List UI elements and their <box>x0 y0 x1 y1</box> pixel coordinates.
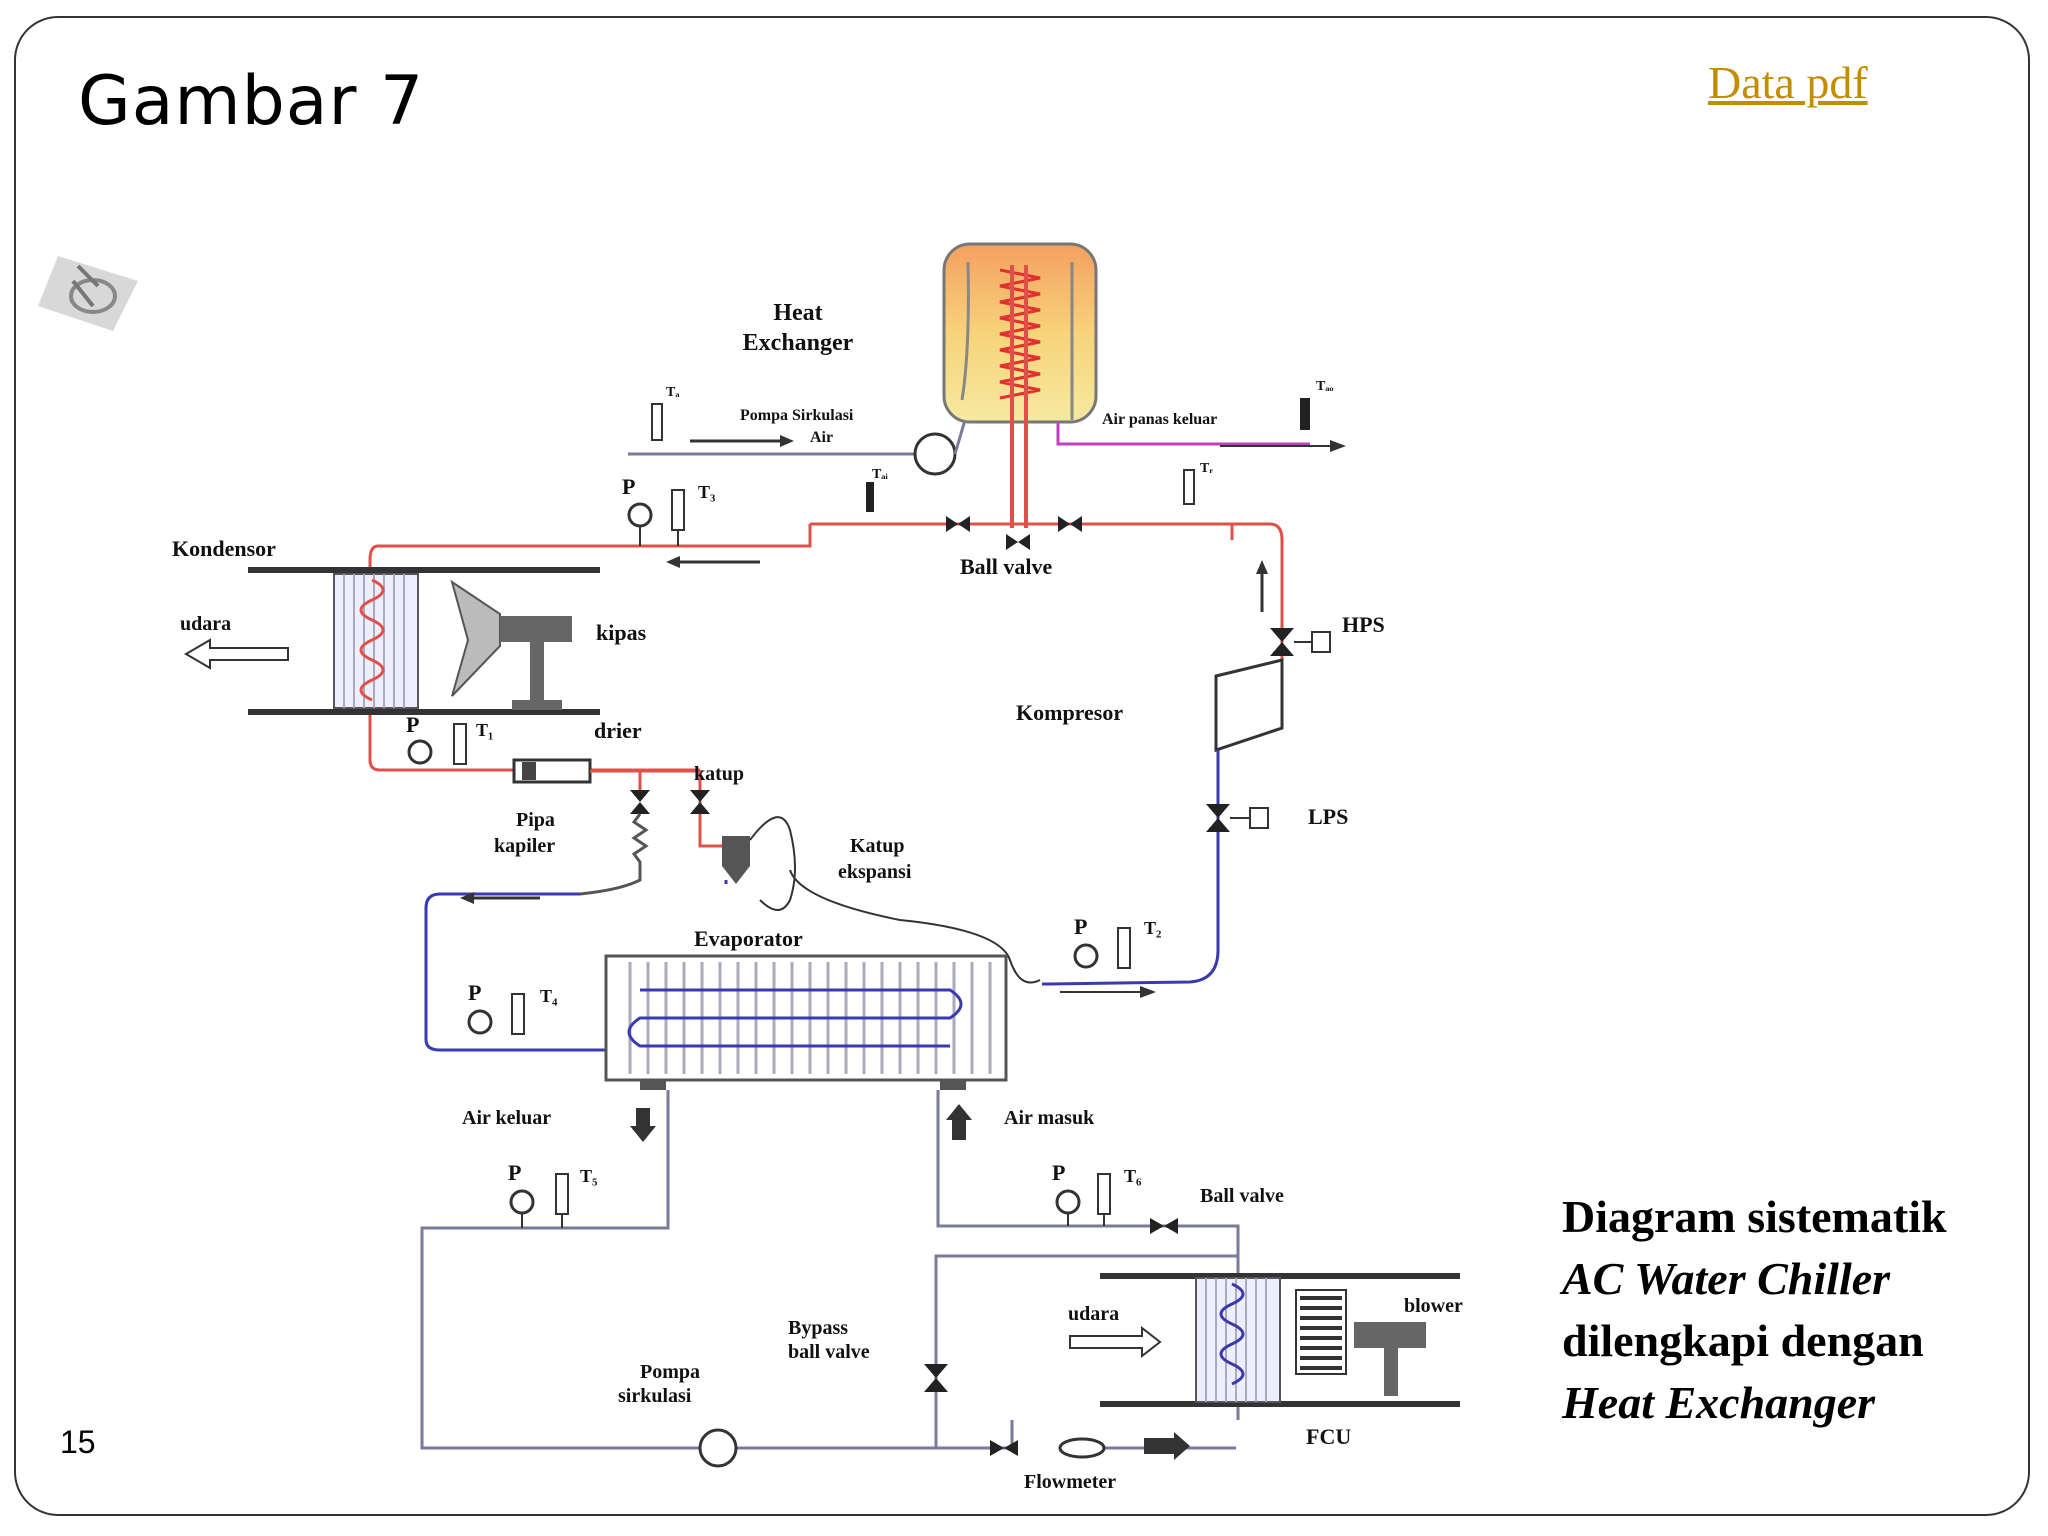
compressor <box>1214 658 1284 753</box>
heat-exchanger-label-2: Exchanger <box>743 330 854 356</box>
page-number: 15 <box>60 1424 96 1460</box>
condenser <box>248 567 600 715</box>
pipa-kapiler-label-2: kapiler <box>494 835 555 857</box>
flowmeter <box>990 1432 1190 1460</box>
pt-gauge-t6 <box>1055 1173 1111 1226</box>
evaporator <box>604 954 1008 1090</box>
katup-ekspansi-label-1: Katup <box>850 835 904 857</box>
diagram-caption: Diagram sistematik AC Water Chiller dile… <box>1562 1186 1947 1434</box>
ball-valve-label-top: Ball valve <box>960 554 1053 579</box>
caption-line-3: dilengkapi dengan <box>1562 1315 1924 1366</box>
t6-label: T₆ <box>1124 1166 1142 1186</box>
pompa-sirkulasi-label-2: sirkulasi <box>618 1385 692 1407</box>
ta-label: Tₐ <box>666 385 679 400</box>
cold-refrigerant-line <box>424 750 1220 1052</box>
air-keluar-arrow <box>630 1108 656 1142</box>
condenser-fan <box>450 579 572 710</box>
drier-label: drier <box>594 718 642 743</box>
hps-switch <box>1256 560 1331 656</box>
p-label-2: P <box>406 712 419 737</box>
ball-valve-fcu <box>1150 1218 1178 1234</box>
air-panas-keluar-label: Air panas keluar <box>1102 411 1217 428</box>
kondensor-label: Kondensor <box>172 536 276 561</box>
p-label-5: P <box>508 1160 521 1185</box>
fcu-label: FCU <box>1306 1424 1351 1449</box>
pipa-kapiler-label-1: Pipa <box>516 809 555 831</box>
expansion-valve <box>698 816 1041 984</box>
flowmeter-label: Flowmeter <box>1024 1471 1116 1493</box>
pompa-sirkulasi <box>698 1428 738 1468</box>
tai-label: Tₐᵢ <box>872 467 888 482</box>
blower-label: blower <box>1404 1295 1463 1317</box>
kompresor-label: Kompresor <box>1016 700 1123 725</box>
decorative-pin-icon <box>38 256 138 331</box>
air-keluar-label: Air keluar <box>462 1107 551 1129</box>
pt-gauge-t5 <box>509 1173 569 1228</box>
bypass-label-1: Bypass <box>788 1317 848 1339</box>
t5-label: T₅ <box>580 1166 597 1186</box>
p-label-6: P <box>1052 1160 1065 1185</box>
pompa-sirkulasi-label-1: Pompa <box>640 1361 700 1383</box>
fcu <box>1100 1273 1460 1407</box>
katup-valves <box>630 790 710 814</box>
udara-out-arrow <box>184 638 289 670</box>
slide-title: Gambar 7 <box>78 62 425 141</box>
air-masuk-label: Air masuk <box>1004 1107 1095 1129</box>
heat-exchanger-label-1: Heat <box>773 300 822 326</box>
caption-line-2: AC Water Chiller <box>1562 1253 1891 1304</box>
lps-switch <box>1206 804 1269 832</box>
data-pdf-link[interactable]: Data pdf <box>1708 57 1868 108</box>
chilled-water-line <box>420 1090 1240 1450</box>
tao-label: Tₐₒ <box>1316 379 1333 394</box>
pt-gauge-t4 <box>467 993 525 1035</box>
t4-label: T₄ <box>540 986 558 1006</box>
evaporator-label: Evaporator <box>694 926 803 951</box>
katup-label: katup <box>694 763 744 785</box>
capillary-tube <box>579 813 649 896</box>
tr-label: Tᵣ <box>1200 461 1213 476</box>
hx-water-circuit <box>628 398 1346 476</box>
t1-label: T₁ <box>476 720 493 740</box>
hps-label: HPS <box>1342 612 1385 637</box>
pt-gauge-t2 <box>1060 927 1156 998</box>
pt-gauge-t1 <box>407 723 467 765</box>
p-label-3: P <box>1074 914 1087 939</box>
pompa-sirkulasi-air-label-1: Pompa Sirkulasi <box>740 407 854 424</box>
bypass-label-2: ball valve <box>788 1341 870 1363</box>
heat-exchanger-tank <box>942 242 1098 528</box>
t3-label: T₃ <box>698 482 716 502</box>
lps-label: LPS <box>1308 804 1348 829</box>
pompa-sirkulasi-air-label-2: Air <box>810 429 833 446</box>
udara-label-1: udara <box>180 613 231 635</box>
air-masuk-arrow <box>946 1104 972 1140</box>
udara-label-2: udara <box>1068 1303 1119 1325</box>
kipas-label: kipas <box>596 620 647 645</box>
drier <box>512 758 700 784</box>
ball-valve-label-fcu: Ball valve <box>1200 1185 1284 1207</box>
p-label-4: P <box>468 980 481 1005</box>
caption-line-4: Heat Exchanger <box>1562 1377 1876 1428</box>
ball-valves-top <box>946 516 1082 550</box>
bypass-ball-valve <box>924 1364 948 1392</box>
pt-gauge-t3 <box>627 489 685 546</box>
caption-line-1: Diagram sistematik <box>1562 1191 1947 1242</box>
t2-label: T₂ <box>1144 918 1161 938</box>
fcu-blower <box>1295 1289 1426 1396</box>
udara-in-arrow <box>1069 1325 1162 1359</box>
katup-ekspansi-label-2: ekspansi <box>838 861 912 883</box>
p-label-1: P <box>622 474 635 499</box>
